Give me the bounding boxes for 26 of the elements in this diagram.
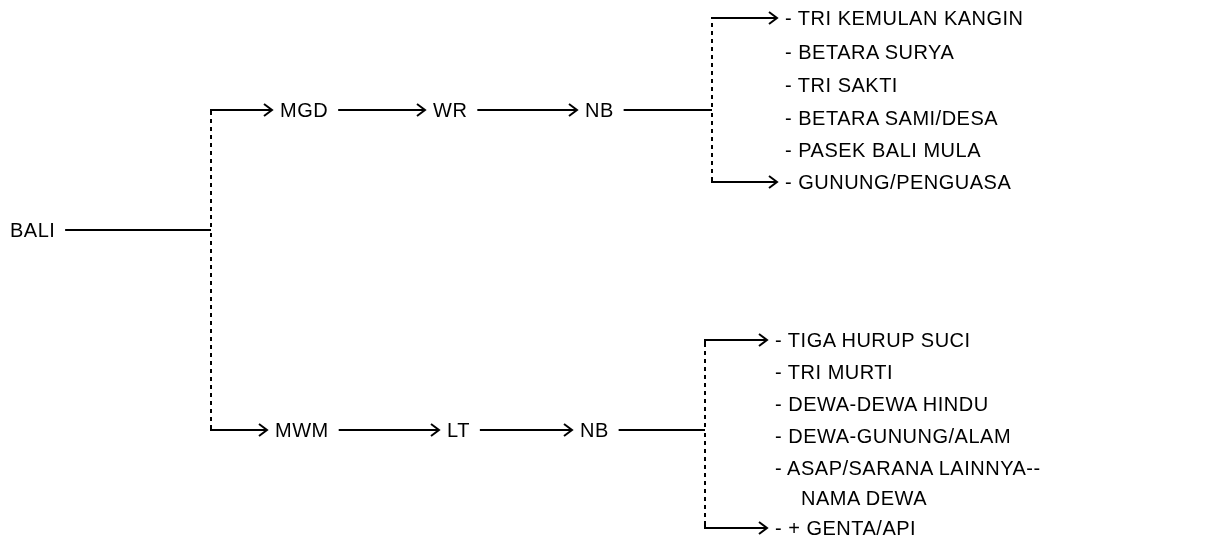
- list-item: - GUNUNG/PENGUASA: [785, 167, 1012, 197]
- list-item: - TIGA HURUP SUCI: [775, 325, 971, 355]
- node-label: MGD: [280, 95, 329, 125]
- node-label: MWM: [275, 415, 329, 445]
- node-label: WR: [433, 95, 468, 125]
- arrow: [64, 229, 268, 437]
- arrow: [478, 423, 573, 437]
- list-item: - ASAP/SARANA LAINNYA-- NAMA DEWA: [775, 453, 1105, 513]
- list-item: - DEWA-DEWA HINDU: [775, 389, 989, 419]
- node-label: NB: [585, 95, 614, 125]
- list-item: - DEWA-GUNUNG/ALAM: [775, 421, 1012, 451]
- list-item: - TRI SAKTI: [785, 70, 898, 100]
- node-label: LT: [447, 415, 470, 445]
- node-label: BALI: [10, 215, 56, 245]
- list-item: - TRI MURTI: [775, 357, 894, 387]
- arrow: [617, 429, 768, 535]
- arrow: [622, 109, 778, 189]
- arrow: [476, 103, 578, 117]
- arrow: [337, 423, 440, 437]
- list-item: - PASEK BALI MULA: [785, 135, 981, 165]
- list-item: - BETARA SAMI/DESA: [785, 103, 999, 133]
- list-item: - TRI KEMULAN KANGIN: [785, 3, 1024, 33]
- list-item: - BETARA SURYA: [785, 37, 955, 67]
- arrow: [337, 103, 426, 117]
- list-item: - + GENTA/API: [775, 513, 917, 543]
- node-label: NB: [580, 415, 609, 445]
